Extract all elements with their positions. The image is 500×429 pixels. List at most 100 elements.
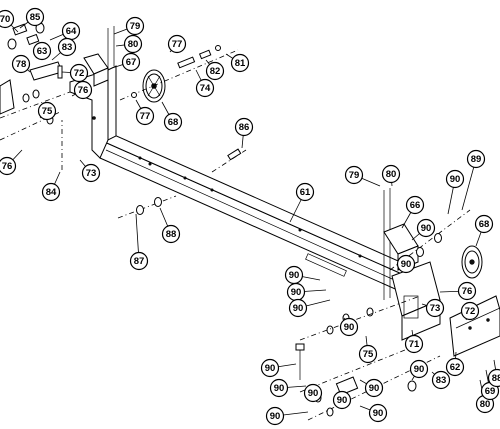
callout-ring	[205, 61, 225, 81]
callout-label: 82	[210, 66, 221, 77]
callout-label: 88	[492, 373, 500, 384]
callout-label: 68	[168, 117, 179, 128]
callout-73: 73	[81, 163, 101, 183]
callout-ring	[445, 169, 465, 189]
callout-ring	[425, 298, 445, 318]
callout-ring	[358, 344, 378, 364]
callout-ring	[135, 106, 155, 126]
axle-left	[119, 45, 239, 101]
callout-81: 81	[230, 53, 250, 73]
callout-ring	[37, 101, 57, 121]
callout-label: 90	[274, 383, 285, 394]
callout-82: 82	[205, 61, 225, 81]
callout-label: 85	[30, 12, 41, 23]
callout-label: 90	[421, 223, 432, 234]
callout-86: 86	[234, 117, 254, 137]
callout-90: 90	[416, 218, 436, 238]
callout-label: 64	[66, 26, 77, 37]
callout-ring	[431, 370, 451, 390]
callout-ring	[81, 163, 101, 183]
callout-ring	[25, 7, 45, 27]
callout-77: 77	[167, 34, 187, 54]
callout-76: 76	[457, 281, 477, 301]
callout-88: 88	[161, 224, 181, 244]
callout-66: 66	[405, 195, 425, 215]
callout-label: 90	[265, 363, 276, 374]
callout-70: 70	[0, 9, 15, 29]
callout-ring	[234, 117, 254, 137]
callout-ring	[416, 218, 436, 238]
callout-90: 90	[260, 358, 280, 378]
callout-label: 90	[369, 383, 380, 394]
callout-ring	[195, 78, 215, 98]
callout-80: 80	[123, 34, 143, 54]
callout-72: 72	[460, 301, 480, 321]
callout-label: 70	[0, 14, 10, 25]
callout-ring	[344, 165, 364, 185]
callout-ring	[57, 37, 77, 57]
callout-ring	[167, 34, 187, 54]
callout-ring	[339, 317, 359, 337]
callout-label: 77	[172, 39, 183, 50]
callout-79: 79	[125, 16, 145, 36]
callout-78: 78	[11, 54, 31, 74]
callout-ring	[161, 224, 181, 244]
callout-label: 90	[337, 395, 348, 406]
callout-73: 73	[425, 298, 445, 318]
callout-label: 80	[480, 399, 491, 410]
callout-ring	[163, 112, 183, 132]
callout-68: 68	[163, 112, 183, 132]
callout-label: 86	[239, 122, 250, 133]
callout-label: 72	[465, 306, 476, 317]
callout-label: 72	[74, 68, 85, 79]
callout-label: 76	[78, 85, 89, 96]
callout-label: 83	[62, 42, 73, 53]
callout-72: 72	[69, 63, 89, 83]
callout-ring	[41, 182, 61, 202]
callout-ring	[260, 358, 280, 378]
callout-label: 68	[479, 219, 490, 230]
callout-ring	[73, 80, 93, 100]
callout-ring	[295, 182, 315, 202]
callout-ring	[0, 156, 17, 176]
callout-label: 90	[401, 259, 412, 270]
callout-89: 89	[466, 149, 486, 169]
callout-ring	[460, 301, 480, 321]
callout-ring	[332, 390, 352, 410]
callout-90: 90	[288, 298, 308, 318]
callout-90: 90	[284, 265, 304, 285]
callout-label: 90	[308, 388, 319, 399]
callout-label: 80	[386, 169, 397, 180]
beam-holes	[138, 156, 362, 258]
callout-90: 90	[339, 317, 359, 337]
callout-label: 77	[140, 111, 151, 122]
callout-label: 90	[414, 364, 425, 375]
callout-ring	[445, 357, 465, 377]
callout-label: 62	[450, 362, 461, 373]
callout-90: 90	[265, 406, 285, 426]
callout-label: 90	[344, 322, 355, 333]
lower-right-hardware	[295, 295, 441, 421]
callout-90: 90	[368, 403, 388, 423]
callout-label: 90	[293, 303, 304, 314]
callout-ring	[269, 378, 289, 398]
callout-ring	[487, 368, 500, 388]
callout-ring	[474, 214, 494, 234]
callout-75: 75	[37, 101, 57, 121]
callout-label: 88	[166, 229, 177, 240]
callout-label: 81	[235, 58, 246, 69]
callout-label: 90	[373, 408, 384, 419]
callout-ring	[123, 34, 143, 54]
callout-label: 61	[300, 187, 311, 198]
callout-ring	[303, 383, 323, 403]
wheel-68-right	[461, 245, 483, 279]
callout-90: 90	[269, 378, 289, 398]
main-beam	[98, 133, 434, 301]
callout-ring	[368, 403, 388, 423]
callout-ring	[69, 63, 89, 83]
callout-67: 67	[121, 52, 141, 72]
callout-ring	[364, 378, 384, 398]
callout-ring	[121, 52, 141, 72]
callout-71: 71	[404, 334, 424, 354]
callout-label: 69	[485, 386, 496, 397]
